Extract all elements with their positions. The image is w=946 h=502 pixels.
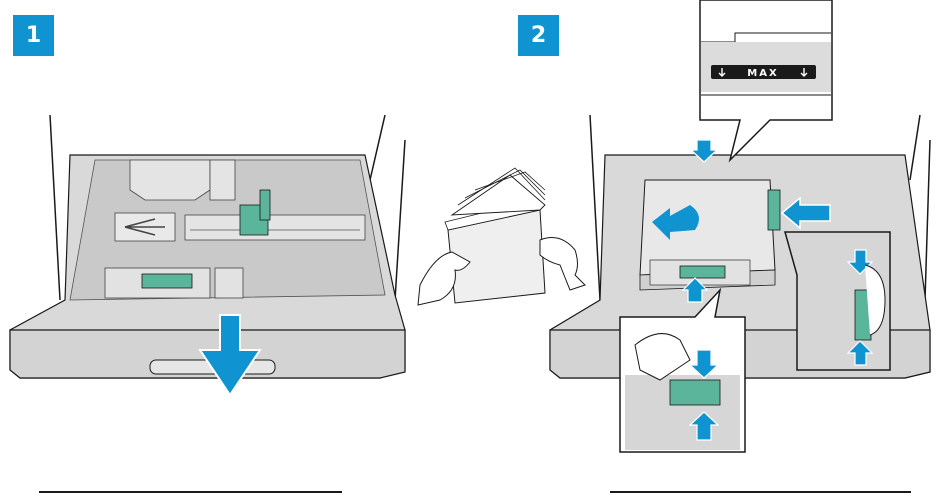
step-2-badge: 2 [518, 15, 559, 56]
up-arrow-icon [846, 340, 874, 366]
width-guide [141, 273, 193, 289]
up-arrow-icon [688, 411, 720, 441]
down-arrow-icon [800, 68, 808, 77]
max-label: MAX [747, 68, 778, 79]
tray-open-illustration [9, 114, 406, 397]
down-arrow-icon [688, 349, 720, 379]
insert-direction-arrow-icon [652, 205, 699, 240]
pull-tray-arrow-icon [198, 314, 262, 397]
down-arrow-icon [718, 68, 726, 77]
fan-paper-illustration [417, 167, 586, 306]
left-arrow-icon [780, 196, 831, 230]
down-arrow-icon [689, 139, 719, 163]
caption-line-2 [610, 491, 911, 493]
max-fill-line [711, 65, 816, 79]
tray-loaded-illustration: MAX [549, 0, 931, 453]
caption-line-1 [39, 491, 342, 493]
step-1-badge: 1 [13, 15, 54, 56]
up-arrow-icon [681, 277, 709, 303]
